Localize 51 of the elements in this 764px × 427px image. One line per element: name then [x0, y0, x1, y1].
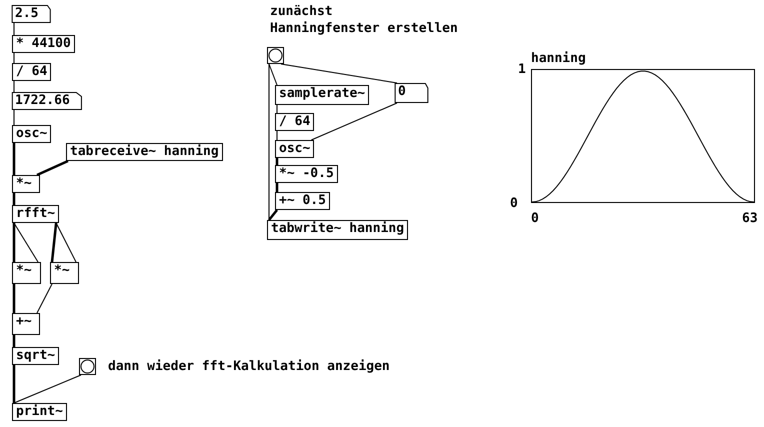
- object-box: osc~: [12, 125, 52, 143]
- number-box: 0: [395, 83, 428, 103]
- comment-text: zunächst: [270, 4, 333, 19]
- bang-button: [79, 358, 96, 375]
- object-box: *~: [12, 262, 41, 284]
- patch-cord: [268, 209, 278, 221]
- object-box: tabwrite~ hanning: [267, 220, 408, 240]
- object-box: tabreceive~ hanning: [66, 143, 223, 161]
- patch-cord: [14, 222, 38, 262]
- object-box: osc~: [275, 140, 314, 158]
- object-box: +~ 0.5: [275, 192, 330, 210]
- object-box: / 64: [275, 113, 314, 131]
- patch-cord: [310, 102, 398, 140]
- patch-cord: [12, 365, 16, 403]
- patch-cord: [280, 64, 398, 84]
- number-box: 2.5: [12, 5, 50, 23]
- patch-cord: [268, 64, 278, 86]
- comment-text: Hanningfenster erstellen: [270, 21, 458, 36]
- axis-label: 63: [742, 211, 758, 226]
- patch-cord: [276, 183, 278, 192]
- object-box: *~: [50, 262, 79, 284]
- object-box: * 44100: [12, 35, 75, 53]
- axis-label: 0: [510, 196, 518, 211]
- object-box: sqrt~: [12, 347, 60, 365]
- patch-cord: [36, 160, 69, 176]
- patch-cord: [268, 64, 270, 220]
- patch-cord: [14, 374, 82, 404]
- patch-cord: [12, 223, 16, 262]
- patch-cord: [12, 335, 16, 347]
- object-box: *~ -0.5: [275, 165, 338, 183]
- bang-button: [267, 47, 284, 64]
- patch-cord: [56, 222, 76, 262]
- patch-cord: [276, 104, 278, 114]
- axis-label: 0: [531, 211, 539, 226]
- object-box: *~: [12, 175, 40, 193]
- object-box: print~: [12, 403, 67, 421]
- patch-cord: [50, 222, 58, 262]
- number-box: 1722.66: [12, 92, 82, 110]
- object-box: +~: [12, 313, 40, 335]
- patch-cord: [12, 143, 16, 175]
- object-box: / 64: [12, 63, 52, 81]
- axis-label: 1: [518, 62, 526, 77]
- object-box: samplerate~: [275, 85, 370, 105]
- patch-cord: [276, 130, 278, 140]
- comment-text: dann wieder fft-Kalkulation anzeigen: [108, 359, 390, 374]
- patch-cord: [36, 284, 52, 314]
- graph-title: hanning: [531, 51, 586, 66]
- patch-cord: [276, 158, 278, 165]
- object-box: rfft~: [12, 205, 60, 223]
- patch-cord: [12, 193, 16, 205]
- patch-cord: [12, 284, 16, 313]
